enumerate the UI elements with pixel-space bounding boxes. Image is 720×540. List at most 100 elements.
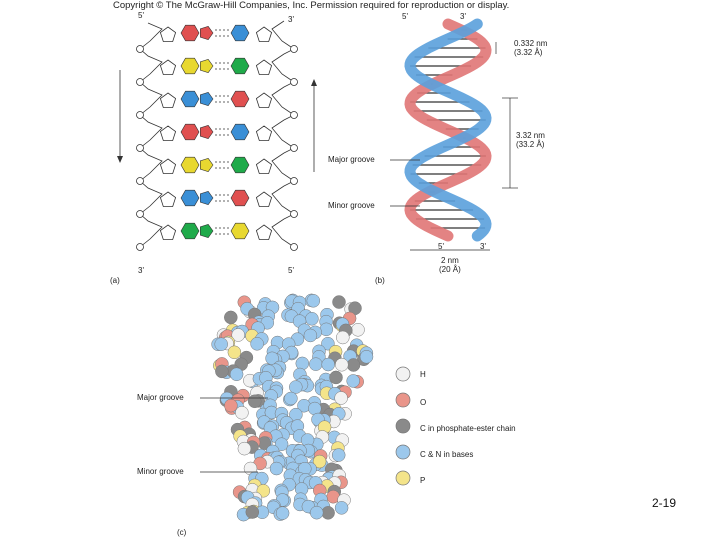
legend-swatch [395, 418, 411, 434]
phosphate-circle [290, 210, 298, 218]
atom-sphere [332, 295, 346, 309]
panel-b-label: (b) [375, 276, 385, 285]
rise-angstrom-label: (3.32 Å) [514, 48, 543, 57]
atom-sphere [305, 312, 319, 326]
base-right [230, 222, 250, 240]
phosphate-circle [136, 177, 144, 185]
panel-a-bottom-right-label: 5' [288, 266, 294, 275]
legend-swatch [395, 366, 411, 382]
panel-a-top-left-label: 5' [138, 11, 144, 20]
legend-cn-text: C & N in bases [420, 450, 474, 459]
phosphate-circle [136, 45, 144, 53]
legend-c-text: C in phosphate-ester chain [420, 424, 516, 433]
atom-sphere [224, 398, 238, 413]
atom-sphere [269, 461, 284, 476]
base-right [230, 156, 250, 174]
base-right [230, 123, 250, 141]
panel-a-bottom-left-label: 3' [138, 266, 144, 275]
sugar-ring [159, 224, 177, 240]
atom-sphere [312, 454, 327, 469]
helix-strand-blue [404, 18, 492, 242]
slide-number: 2-19 [652, 496, 677, 510]
pitch-nm-label: 3.32 nm [516, 131, 545, 140]
phosphate-circle [290, 78, 298, 86]
down-arrow-head [117, 156, 123, 163]
base-left-ring [200, 190, 214, 206]
atom-sphere [237, 441, 252, 456]
right-backbone [271, 20, 295, 248]
rise-nm-label: 0.332 nm [514, 39, 548, 48]
phosphate-circle [136, 210, 144, 218]
legend-swatch [395, 470, 411, 486]
phosphate-circle [136, 111, 144, 119]
sugar-ring [255, 59, 273, 75]
sugar-ring [159, 92, 177, 108]
base-right [230, 24, 250, 42]
atom-sphere [231, 328, 245, 342]
phosphate-circle [290, 177, 298, 185]
phosphate-circle [290, 243, 298, 251]
phosphate-circle [290, 111, 298, 119]
panel-a-label: (a) [110, 276, 120, 285]
base-left-ring [200, 223, 214, 239]
legend-swatch [395, 392, 411, 408]
sugar-ring [255, 158, 273, 174]
atom-sphere [215, 364, 229, 379]
atom-sphere [329, 370, 343, 385]
base-left-ring [200, 25, 214, 41]
sugar-ring [255, 191, 273, 207]
base-left [180, 156, 200, 174]
atom-sphere [321, 506, 335, 520]
atom-sphere [224, 310, 238, 325]
legend-swatch [395, 444, 411, 460]
atom-sphere [346, 358, 361, 372]
sugar-ring [159, 158, 177, 174]
base-left [180, 57, 200, 75]
atom-sphere [235, 405, 249, 420]
base-left-ring [200, 58, 214, 74]
base-left [180, 123, 200, 141]
major-groove-label-b: Major groove [328, 155, 375, 164]
atom-sphere [245, 505, 260, 519]
atom-sphere [309, 505, 324, 520]
width-nm-label: 2 nm [441, 256, 459, 265]
base-right [230, 90, 250, 108]
sugar-ring [159, 59, 177, 75]
base-left [180, 24, 200, 42]
atom-sphere [229, 367, 244, 382]
base-left [180, 90, 200, 108]
figure-frame [107, 0, 554, 540]
sugar-ring [255, 92, 273, 108]
atom-sphere [336, 330, 350, 345]
atom-sphere [306, 294, 321, 308]
sugar-ring [159, 191, 177, 207]
phosphate-circle [290, 144, 298, 152]
atom-sphere [335, 357, 349, 372]
base-left [180, 222, 200, 240]
base-right [230, 189, 250, 207]
width-angstrom-label: (20 Å) [439, 265, 461, 274]
atom-sphere [359, 350, 374, 364]
sugar-ring [255, 26, 273, 42]
atom-sphere [351, 323, 365, 337]
copyright-notice: Copyright © The McGraw-Hill Companies, I… [113, 0, 510, 11]
atom-sphere [250, 337, 264, 351]
panel-b-bottom-left-label: 5' [438, 242, 444, 251]
sugar-ring [255, 125, 273, 141]
legend-o-text: O [420, 398, 427, 407]
sugar-ring [159, 26, 177, 42]
atom-sphere [274, 437, 289, 451]
panel-b-top-left-label: 5' [402, 12, 408, 21]
minor-groove-label-c: Minor groove [137, 467, 184, 476]
base-left-ring [200, 124, 214, 140]
panel-a-top-right-label: 3' [288, 15, 294, 24]
atom-sphere [334, 501, 349, 515]
atom-sphere [227, 345, 242, 360]
sugar-ring [159, 125, 177, 141]
phosphate-circle [136, 144, 144, 152]
panel-b-top-right-label: 3' [460, 12, 466, 21]
atom-sphere [309, 357, 323, 371]
base-left [180, 189, 200, 207]
phosphate-circle [290, 45, 298, 53]
atom-sphere [284, 391, 298, 406]
